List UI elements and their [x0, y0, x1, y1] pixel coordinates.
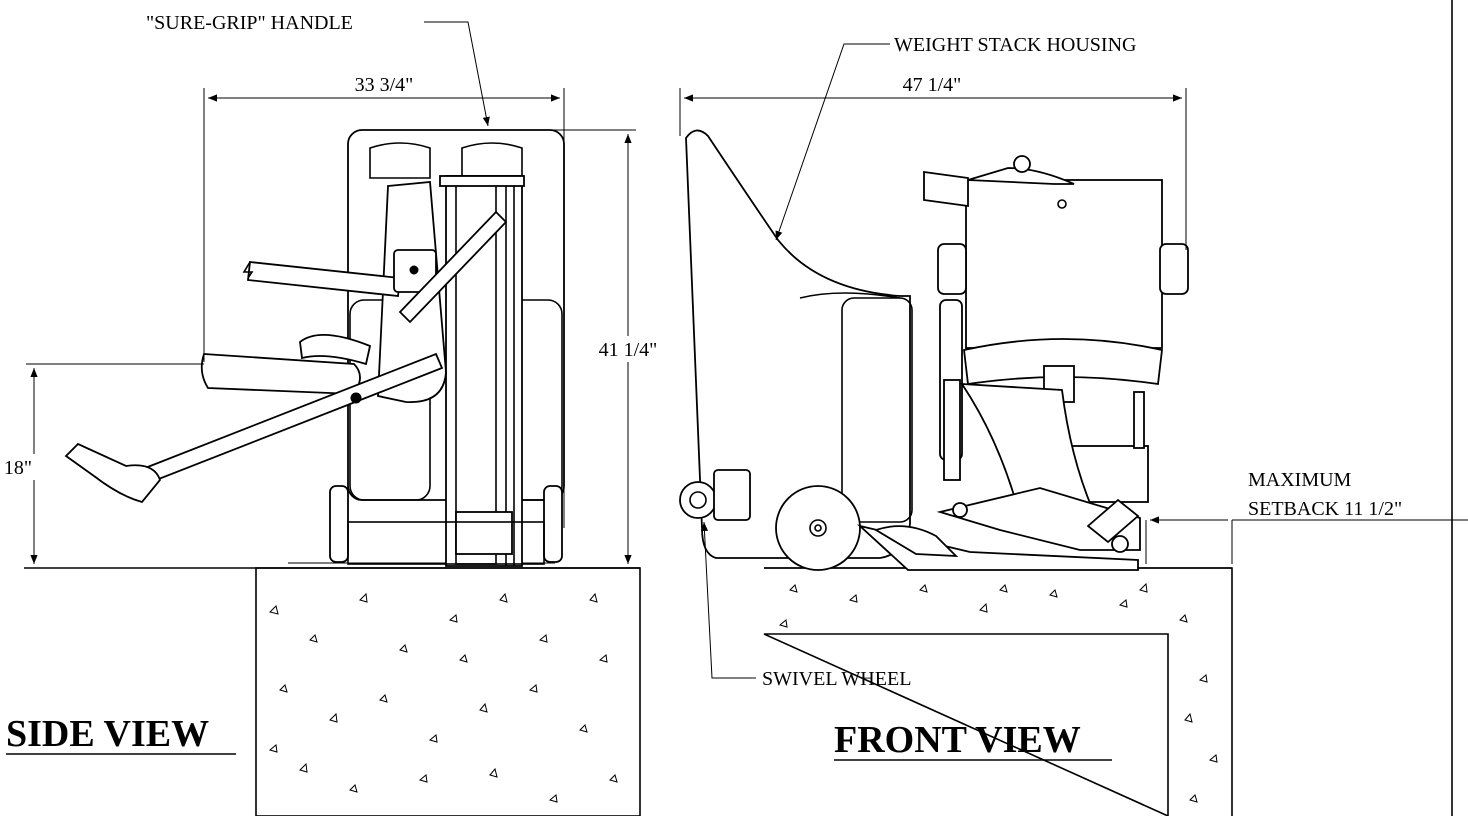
side-concrete-base: [255, 567, 641, 816]
side-width-dimension: 33 3/4": [203, 74, 565, 528]
sure-grip-handle: [369, 142, 431, 179]
housing-label: WEIGHT STACK HOUSING: [894, 34, 1136, 56]
seat-height-dimension: 18": [0, 363, 204, 564]
front-weight-stack-box: [965, 179, 1163, 349]
wheel-label: SWIVEL WHEEL: [762, 668, 911, 690]
swivel-wheel: [679, 481, 717, 519]
setback-dimension: MAXIMUM SETBACK 11 1/2": [1145, 469, 1468, 564]
weight-stack-housing: [685, 129, 911, 559]
front-width-dimension: 47 1/4": [679, 74, 1187, 250]
side-height-dimension: 41 1/4": [490, 129, 672, 564]
wheel-callout: SWIVEL WHEEL: [700, 521, 911, 690]
seat-height-label: 18": [4, 457, 32, 479]
side-seat: [200, 353, 361, 395]
front-large-wheel: [775, 485, 861, 571]
front-view-title: FRONT VIEW: [834, 719, 1081, 761]
front-seat: [963, 338, 1163, 386]
side-lever-arm: [247, 261, 401, 297]
front-concrete-aggregate: [778, 582, 1218, 803]
side-height-label: 41 1/4": [599, 339, 658, 361]
side-view-drawing: [24, 129, 641, 816]
side-concrete-aggregate: [268, 592, 618, 803]
handle-label: "SURE-GRIP" HANDLE: [146, 12, 353, 34]
front-concrete-base: [763, 567, 1233, 816]
handle-callout: "SURE-GRIP" HANDLE: [146, 12, 490, 127]
front-view-drawing: [679, 129, 1233, 816]
setback-label-line2: SETBACK 11 1/2": [1248, 498, 1402, 520]
front-width-label: 47 1/4": [903, 74, 962, 96]
setback-label-line1: MAXIMUM: [1248, 469, 1352, 491]
side-width-label: 33 3/4": [355, 74, 414, 96]
side-view-title: SIDE VIEW: [6, 713, 209, 755]
housing-callout: WEIGHT STACK HOUSING: [775, 34, 1136, 241]
